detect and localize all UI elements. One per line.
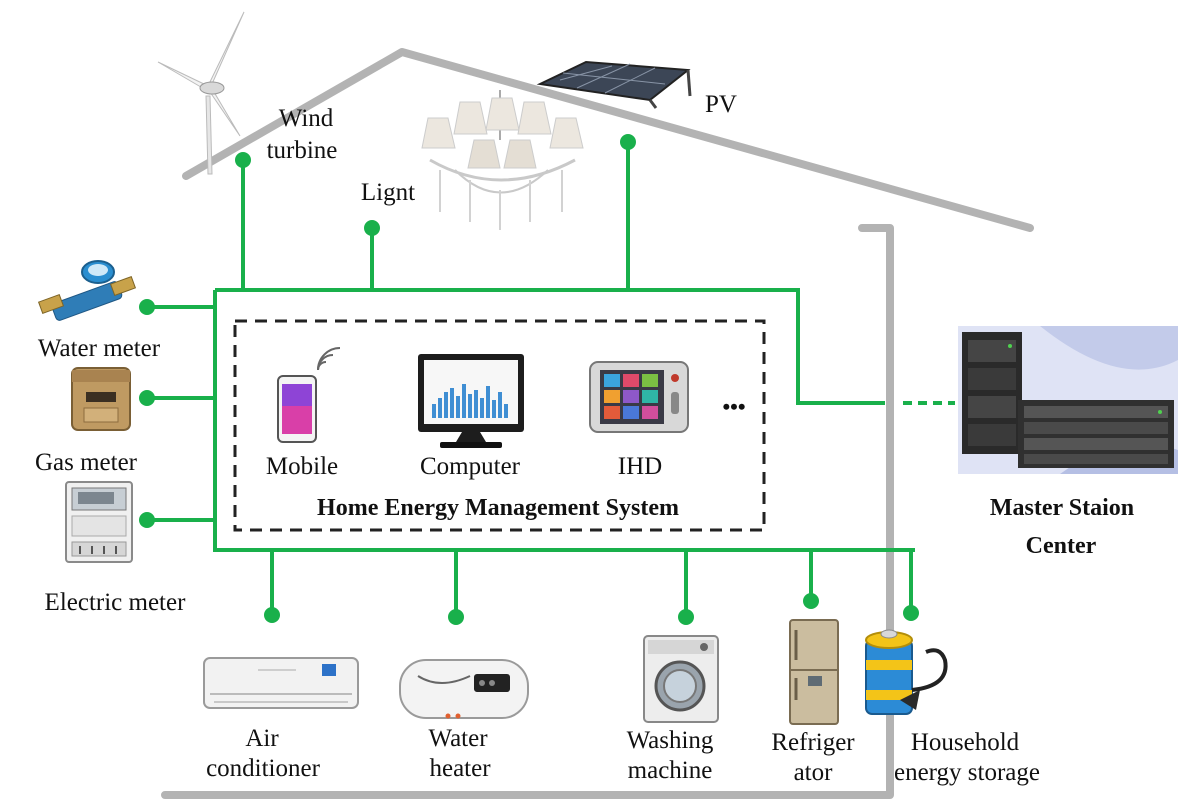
washing-machine-label-line2: machine (627, 757, 713, 784)
water-heater-label-line2: heater (429, 755, 491, 782)
wind-turbine-label-line2: turbine (266, 137, 338, 164)
refrigerator-icon (789, 619, 839, 725)
electric-meter-icon (65, 481, 133, 563)
air-conditioner-label-line2: conditioner (206, 755, 320, 782)
energy-storage-icon (865, 629, 948, 715)
power-wires (147, 142, 915, 617)
refrigerator-label-line1: Refriger (771, 729, 855, 756)
electric-meter-label: Electric meter (44, 589, 186, 616)
air-conditioner-label-line1: Air (245, 725, 279, 752)
water-meter-label: Water meter (37, 335, 161, 362)
wind-turbine-label-line1: Wind (278, 105, 334, 132)
chandelier-icon (421, 90, 584, 230)
gas-meter-label: Gas meter (34, 449, 138, 476)
mobile-phone-icon (277, 347, 341, 443)
hems-title: Home Energy Management System (317, 495, 679, 521)
air-conditioner-icon (203, 657, 359, 709)
solar-panel-icon (536, 60, 692, 109)
pv-label: PV (705, 91, 737, 118)
ihd-display-icon (589, 361, 689, 433)
master-station-label-line1: Master Staion (989, 495, 1135, 521)
computer-label: Computer (420, 453, 520, 480)
ihd-label: IHD (617, 453, 663, 480)
server-icon (958, 326, 1178, 474)
computer-monitor-icon (418, 354, 524, 448)
more-devices-ellipsis: ••• (722, 394, 746, 419)
house-outline (161, 48, 1034, 799)
water-heater-label-line1: Water (428, 725, 488, 752)
refrigerator-label-line2: ator (793, 759, 833, 786)
water-meter-icon (37, 260, 137, 321)
light-label: Lignt (360, 179, 416, 206)
energy-storage-label-line2: energy storage (893, 759, 1040, 786)
hems-dashed-box (233, 319, 766, 532)
wind-turbine-icon (157, 11, 245, 175)
mobile-label: Mobile (265, 453, 339, 480)
master-station-label-line2: Center (1025, 533, 1097, 559)
gas-meter-icon (71, 367, 131, 431)
energy-storage-label-line1: Household (910, 729, 1020, 756)
washing-machine-label-line1: Washing (626, 727, 714, 754)
water-heater-icon (399, 659, 529, 719)
washing-machine-icon (643, 635, 719, 723)
connection-nodes (139, 134, 919, 625)
